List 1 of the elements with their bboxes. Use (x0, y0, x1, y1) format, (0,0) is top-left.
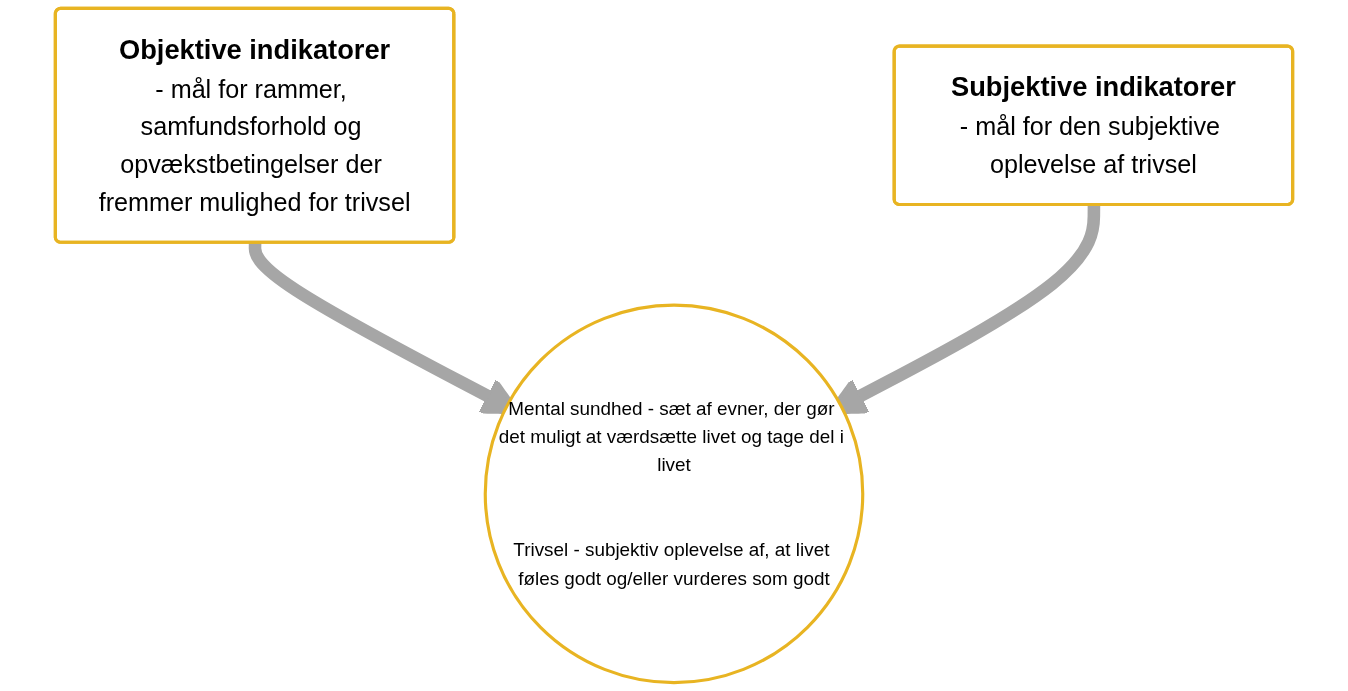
node-circle: Mental sundhed - sæt af evner, der gør det muligt at værdsætte livet og tage del i livet Trivsel - subjektiv oplevelse af, at livet føles godt og/eller vurderes som godt (483, 303, 865, 685)
